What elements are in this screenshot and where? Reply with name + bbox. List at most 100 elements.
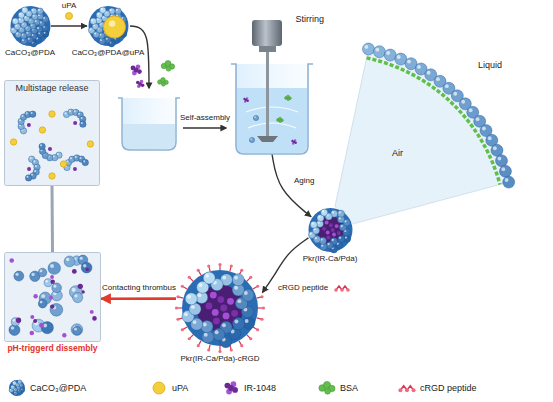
bead-highlight [237,299,241,303]
node-label: Stirring [295,14,324,24]
bead-highlight [320,238,322,240]
bsa-domain [161,82,165,86]
bead-highlight [21,34,23,36]
bead-highlight [66,258,69,261]
node-label: pH-triggerd dissembly [7,344,97,354]
legend-label: CaCO₃@PDA [30,383,86,393]
ir-1048-dot [50,304,54,308]
legend-item: cRGD peptide [398,379,477,397]
bead-highlight [57,153,59,155]
crgd-tip [260,318,263,321]
ir-1048-dot [73,167,77,171]
bead-highlight [30,157,32,159]
bead-highlight [21,39,23,41]
node-shape [71,4,146,48]
bead-highlight [74,328,77,331]
pickering-particle: Pkr(IR-Ca/Pda) [302,206,359,265]
particle [9,380,25,396]
annotation: Self-assembly [180,113,230,122]
ir-1048-dot [324,221,328,225]
edge-label-holder: Contacting thrombus [102,283,176,292]
bead-highlight [436,77,440,81]
ir-1048-dot [92,316,97,321]
bead-highlight [184,312,188,316]
bead [185,293,197,305]
bead-highlight [215,330,219,334]
bead-highlight [43,324,47,328]
bead-highlight [22,8,24,10]
peptide-residue [398,388,402,392]
bead-highlight [50,264,54,268]
ir-1048-dot [33,294,37,298]
ir-1048-dot [322,227,326,231]
bead-highlight [18,18,20,20]
bead-highlight [344,236,346,238]
bead [104,37,110,43]
bead-highlight [26,112,28,114]
legend-icon [318,379,336,397]
bead-highlight [340,225,342,227]
bsa-domain [325,388,331,394]
crgd-tip [256,285,259,288]
bead-highlight [83,264,86,267]
bead [373,46,385,58]
beaker-outline [231,64,313,154]
beaker-liquid [123,124,175,149]
bead-highlight [222,276,226,280]
bead-highlight [16,273,19,276]
crgd-tip [262,306,265,309]
bead-highlight [74,110,76,112]
bead [499,165,511,177]
bead-highlight [317,222,319,224]
bead [249,137,254,142]
bead-highlight [37,14,39,16]
node-shape [228,14,324,160]
bead [50,303,63,316]
bead [99,7,105,13]
upa-highlight [108,20,114,26]
bead [337,236,344,243]
bead-highlight [16,32,18,34]
bead-highlight [31,174,33,176]
bead-highlight [45,280,48,283]
ir-1048-molecule [243,97,249,103]
bead-highlight [407,60,411,64]
bead-highlight [31,273,34,276]
bead-highlight [94,32,96,34]
peptide-residue [405,388,409,392]
edge-label: Contacting thrombus [102,283,176,292]
crgd-tip [240,269,243,272]
bead [18,380,22,384]
bead [25,175,31,181]
upa-dot [49,173,55,179]
zoom-fan [335,49,509,224]
disassembly-scene [5,253,101,342]
ir-1048-dot [9,258,14,263]
legend-label: BSA [340,383,358,393]
peptide-residue [346,288,350,292]
bead-highlight [75,156,77,158]
bead-highlight [13,19,15,21]
ir-1048-dot [39,323,44,328]
bead [12,381,16,385]
bead-highlight [32,15,34,17]
bead-highlight [33,160,35,162]
node-shape [4,80,100,186]
bead [14,271,24,281]
bead [80,121,86,127]
ir-1048-atom [134,68,139,73]
bead-highlight [13,382,14,383]
ir-1048-dot [205,303,212,310]
peptide-residue [334,288,338,292]
bead [213,328,225,340]
ir-1048-dot [50,275,54,279]
ir-1048-dot [73,121,77,125]
ir-1048-dot [48,147,52,151]
particle-body [10,6,50,46]
edge-label: Aging [294,176,314,185]
legend-item: uPA [150,379,188,397]
crgd-tip [188,276,191,279]
particle [175,263,265,353]
bead-highlight [191,305,195,309]
crgd-tip [176,318,179,321]
